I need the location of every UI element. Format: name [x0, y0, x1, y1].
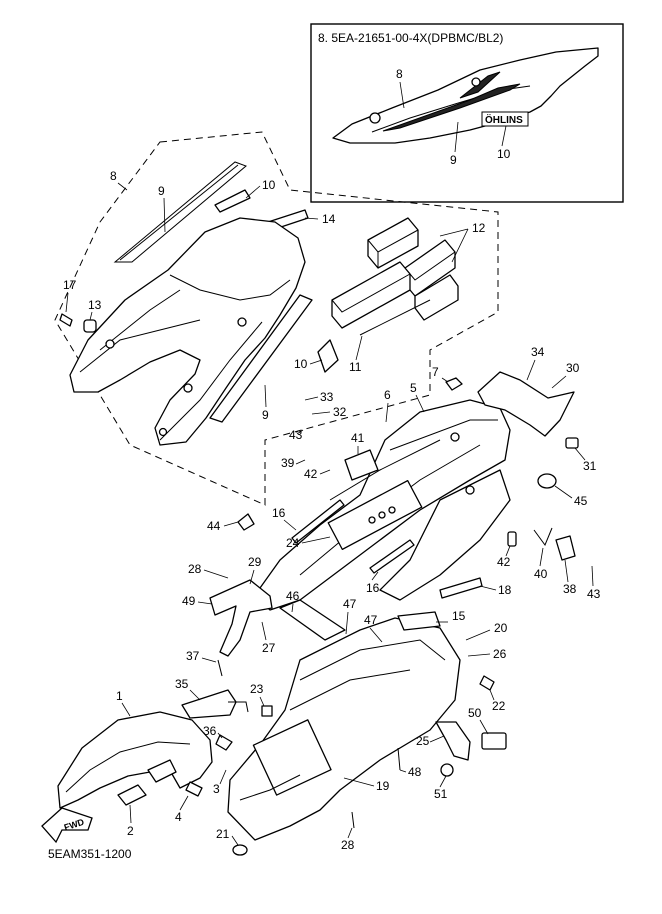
inset-panel: 8. 5EA-21651-00-4X(DPBMC/BL2) ÖHLINS 8 9… [310, 23, 624, 203]
callout-45: 45 [574, 494, 588, 508]
fwd-arrow: FWD [41, 807, 93, 844]
ohlins-badge-text: ÖHLINS [485, 113, 523, 126]
callout-9-b: 9 [262, 408, 269, 422]
callout-43: 43 [289, 428, 303, 442]
callout-6: 6 [384, 388, 391, 402]
callout-28-b: 28 [341, 838, 355, 852]
callout-15: 15 [452, 609, 466, 623]
callout-39: 39 [281, 456, 295, 470]
callout-10: 10 [262, 178, 276, 192]
callout-1: 1 [116, 689, 123, 703]
callout-28: 28 [188, 562, 202, 576]
callout-36: 36 [203, 724, 217, 738]
callout-46: 46 [286, 589, 300, 603]
callout-41: 41 [351, 431, 365, 445]
callout-40: 40 [534, 567, 548, 581]
callout-51: 51 [434, 787, 448, 801]
callout-5: 5 [410, 381, 417, 395]
callout-32: 32 [333, 405, 347, 419]
callout-16: 16 [272, 506, 286, 520]
seat-cowl-group-outline [54, 131, 499, 506]
callout-34: 34 [531, 345, 545, 359]
callout-25: 25 [416, 734, 430, 748]
bracket-30 [477, 371, 575, 437]
callout-42-b: 42 [497, 555, 511, 569]
inset-label-9: 9 [450, 153, 457, 167]
inset-label-8: 8 [396, 67, 403, 81]
grab-bar [209, 579, 273, 657]
callout-20: 20 [494, 621, 508, 635]
ohlins-badge [481, 111, 529, 127]
callout-38: 38 [563, 582, 577, 596]
rear-frame [254, 399, 511, 611]
callout-17: 17 [63, 278, 77, 292]
callout-35: 35 [175, 677, 189, 691]
callout-19: 19 [376, 779, 390, 793]
callout-13: 13 [88, 298, 102, 312]
callout-37: 37 [186, 649, 200, 663]
diagram-code: 5EAM351-1200 [48, 847, 132, 861]
callout-14: 14 [322, 212, 336, 226]
callout-47: 47 [343, 597, 357, 611]
callout-49: 49 [182, 594, 196, 608]
callout-11: 11 [349, 360, 362, 374]
callout-31: 31 [583, 459, 597, 473]
callout-10-b: 10 [294, 357, 308, 371]
callout-29: 29 [248, 555, 262, 569]
callout-42: 42 [304, 467, 318, 481]
callout-12: 12 [472, 221, 486, 235]
callout-24: 24 [286, 536, 300, 550]
callout-8: 8 [110, 169, 117, 183]
callout-7: 7 [432, 365, 439, 379]
callout-22: 22 [492, 699, 506, 713]
callout-48: 48 [408, 765, 422, 779]
inset-title: 8. 5EA-21651-00-4X(DPBMC/BL2) [318, 31, 503, 45]
callout-4: 4 [175, 810, 182, 824]
callout-2: 2 [127, 824, 134, 838]
callout-21: 21 [216, 827, 230, 841]
callout-33: 33 [320, 390, 334, 404]
callout-27: 27 [262, 641, 276, 655]
callout-43-b: 43 [587, 587, 601, 601]
callout-23: 23 [250, 682, 264, 696]
callout-16-b: 16 [366, 581, 380, 595]
callout-18: 18 [498, 583, 512, 597]
callout-47-b: 47 [364, 613, 378, 627]
callout-30: 30 [566, 361, 580, 375]
callout-50: 50 [468, 706, 482, 720]
callout-9: 9 [158, 184, 165, 198]
inset-seat-cowl: ÖHLINS [332, 47, 599, 144]
callout-26: 26 [493, 647, 507, 661]
callout-3: 3 [213, 782, 220, 796]
inset-label-10: 10 [497, 147, 511, 161]
seat-cowl-assembly [59, 161, 459, 446]
callout-44: 44 [207, 519, 221, 533]
